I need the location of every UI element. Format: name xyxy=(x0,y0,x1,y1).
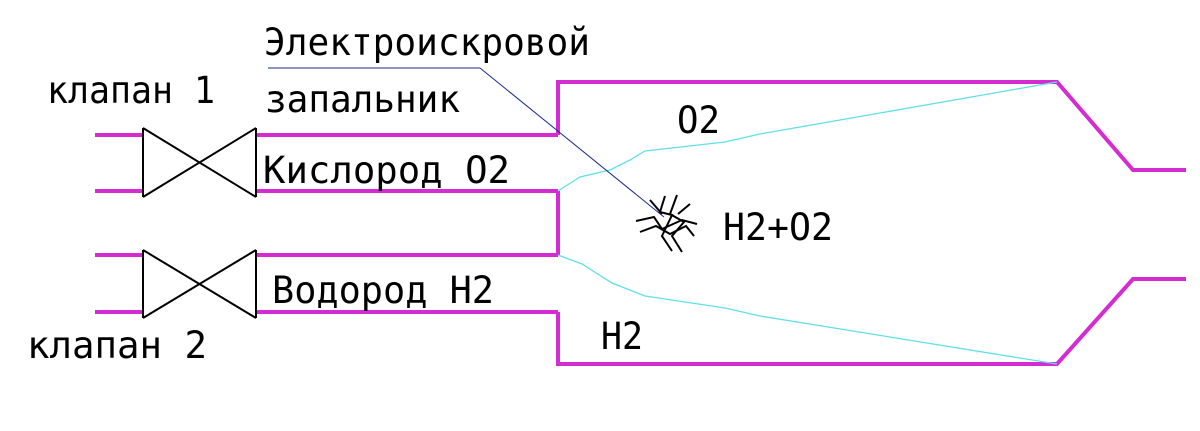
oxygen-pipe-label: Кислород О2 xyxy=(263,149,510,192)
valve-1-symbol xyxy=(142,127,257,198)
chamber-upper-wall xyxy=(556,80,1186,172)
hydrogen-pipe xyxy=(95,253,558,314)
spark-icon xyxy=(635,194,698,253)
hydrogen-pipe-label: Водород Н2 xyxy=(272,269,494,312)
o2-flow-line xyxy=(557,81,1058,192)
igniter-label-line1: Электроискровой xyxy=(264,21,590,64)
igniter-leader-arrow xyxy=(479,67,665,218)
valve-2-label: клапан 2 xyxy=(27,324,207,367)
valve-1-label: клапан 1 xyxy=(47,69,215,112)
oxygen-pipe xyxy=(95,133,558,193)
combustion-chamber xyxy=(556,80,1186,366)
mixture-label: Н2+О2 xyxy=(723,206,833,249)
o2-stream-label: О2 xyxy=(677,99,720,142)
h2-flow-line xyxy=(557,254,1058,365)
igniter-label-line2: запальник xyxy=(265,78,460,121)
chamber-lower-wall xyxy=(556,277,1186,366)
h2-stream-label: Н2 xyxy=(601,315,643,358)
flow-lines xyxy=(557,81,1058,365)
valve-2-symbol xyxy=(142,249,257,319)
